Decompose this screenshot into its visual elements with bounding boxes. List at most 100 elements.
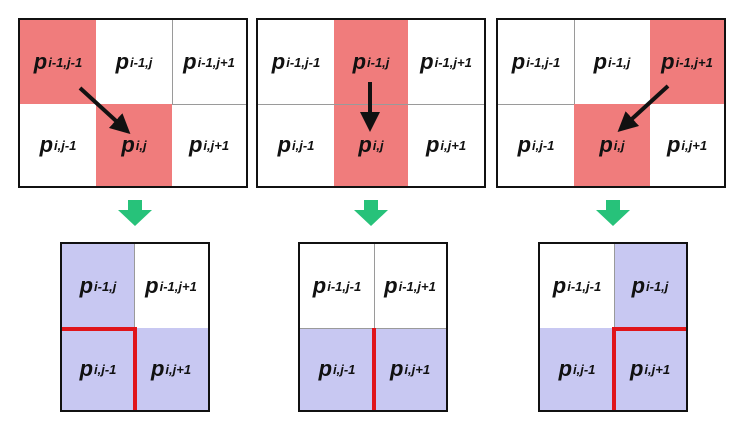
grid-divider — [574, 20, 575, 104]
green-down-arrow — [118, 200, 152, 226]
boundary-segment — [372, 328, 376, 410]
cell-subscript: i,j+1 — [440, 137, 467, 153]
cell-subscript: i-1,j+1 — [159, 278, 197, 294]
grid-divider — [172, 20, 173, 104]
cell-base: p — [511, 49, 526, 74]
cell-base: p — [552, 273, 567, 298]
cell-subscript: i,j-1 — [54, 137, 77, 153]
green-down-arrow — [596, 200, 630, 226]
cell-base: p — [352, 49, 367, 74]
boundary-segment — [62, 327, 136, 331]
cell-subscript: i-1,j+1 — [675, 54, 713, 70]
cell-base: p — [629, 356, 644, 381]
cell-subscript: i,j+1 — [165, 361, 192, 377]
cell-subscript: i-1,j+1 — [434, 54, 472, 70]
boundary-segment — [612, 327, 616, 410]
cell-subscript: i-1,j — [646, 278, 669, 294]
cell-base: p — [121, 132, 135, 157]
cell-base: p — [33, 49, 48, 74]
cell-base: p — [661, 49, 675, 74]
cell-base: p — [271, 49, 286, 74]
cell-base: p — [188, 132, 203, 157]
cell-base: p — [79, 356, 94, 381]
cell-base: p — [312, 273, 327, 298]
cell-base: p — [150, 356, 165, 381]
cell-subscript: i,j-1 — [573, 361, 596, 377]
cell-base: p — [39, 132, 54, 157]
cell-subscript: i,j+1 — [203, 137, 230, 153]
cell-subscript: i-1,j-1 — [48, 54, 83, 70]
grid-divider — [134, 244, 135, 328]
cell-base: p — [318, 356, 333, 381]
cell-subscript: i-1,j+1 — [197, 54, 235, 70]
cell-base: p — [145, 273, 159, 298]
cell-subscript: i,j-1 — [94, 361, 117, 377]
cell-base: p — [666, 132, 681, 157]
cell-base: p — [115, 49, 130, 74]
cell-base: p — [593, 49, 608, 74]
cell-subscript: i-1,j — [608, 54, 631, 70]
cell-base: p — [358, 132, 372, 157]
boundary-segment — [612, 327, 686, 331]
grid-divider — [374, 244, 375, 328]
cell-base: p — [631, 273, 646, 298]
cell-subscript: i-1,j-1 — [327, 278, 362, 294]
cell-subscript: i,j — [135, 137, 147, 153]
cell-subscript: i-1,j-1 — [567, 278, 602, 294]
cell-subscript: i,j — [613, 137, 625, 153]
cell-subscript: i-1,j — [130, 54, 153, 70]
cell-subscript: i,j-1 — [532, 137, 555, 153]
cell-subscript: i,j — [372, 137, 384, 153]
boundary-segment — [133, 327, 137, 410]
cell-subscript: i-1,j — [367, 54, 390, 70]
grid-divider — [614, 244, 615, 328]
cell-base: p — [425, 132, 440, 157]
cell-subscript: i,j-1 — [333, 361, 356, 377]
cell-subscript: i,j-1 — [292, 137, 315, 153]
cell-subscript: i-1,j — [94, 278, 117, 294]
grid-divider — [172, 104, 246, 105]
cell-subscript: i,j+1 — [681, 137, 708, 153]
cell-subscript: i,j+1 — [644, 361, 671, 377]
cell-base: p — [420, 49, 434, 74]
cell-base: p — [389, 356, 404, 381]
arrow-diagonal-down-left — [617, 84, 670, 133]
cell-subscript: i,j+1 — [404, 361, 431, 377]
cell-base: p — [517, 132, 532, 157]
cell-subscript: i-1,j-1 — [286, 54, 321, 70]
cell-subscript: i-1,j-1 — [526, 54, 561, 70]
green-down-arrow — [354, 200, 388, 226]
arrow-diagonal-down-right — [78, 86, 131, 135]
cell-base: p — [183, 49, 197, 74]
cell-base: p — [558, 356, 573, 381]
